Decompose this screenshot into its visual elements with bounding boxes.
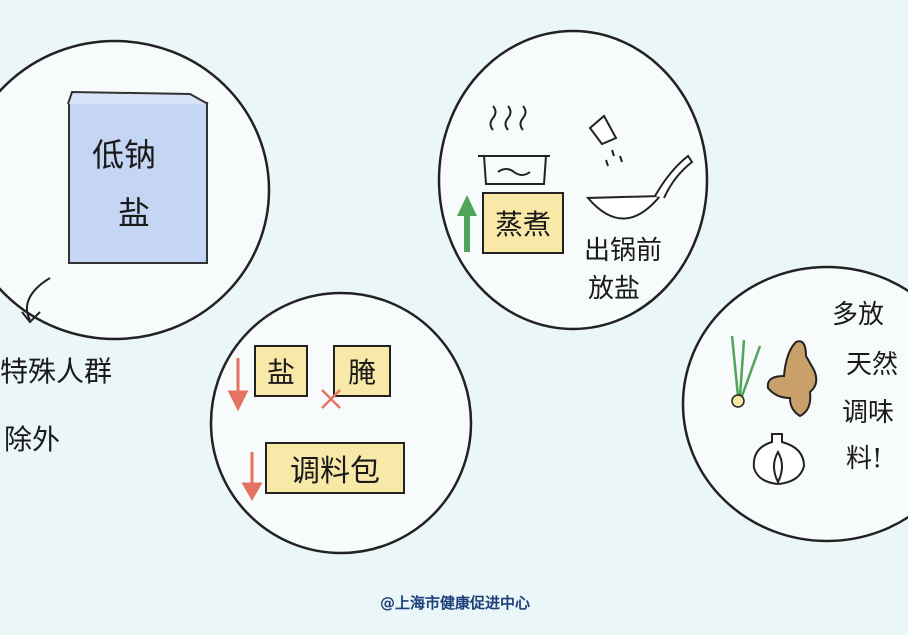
pickled-label: 腌 (347, 356, 376, 389)
salt-timing-line2: 放盐 (588, 274, 641, 304)
salt-box: 盐 (254, 345, 308, 397)
bag-label-line1: 低钠 (92, 136, 157, 174)
steam-boil-box: 蒸煮 (482, 192, 564, 254)
note-line2: 除外 (4, 423, 61, 456)
bag-label-line2: 盐 (118, 194, 151, 232)
cross-icon (321, 389, 341, 409)
down-arrow-icon (227, 358, 263, 502)
pickled-box: 腌 (333, 345, 391, 397)
natural-line3: 调味 (842, 398, 895, 428)
pot-icon (478, 105, 550, 185)
natural-line4: 料! (846, 444, 883, 474)
natural-line1: 多放 (832, 300, 885, 330)
panel-cooking (437, 29, 709, 331)
ginger-icon (766, 340, 818, 418)
steam-boil-label: 蒸煮 (494, 208, 551, 241)
note-line1: 特殊人群 (0, 355, 113, 388)
seasoning-packet-box: 调料包 (265, 442, 405, 494)
salt-label: 盐 (266, 356, 295, 389)
bag-top-icon (67, 90, 209, 105)
curved-arrow-icon (21, 277, 51, 324)
salt-shaker-icon (588, 114, 623, 167)
natural-line2: 天然 (846, 350, 899, 380)
scallion-icon (730, 335, 762, 408)
garlic-icon (752, 433, 806, 486)
credit-watermark: @上海市健康促进中心 (380, 594, 531, 612)
seasoning-packet-label: 调料包 (290, 454, 380, 489)
low-sodium-salt-bag (68, 102, 208, 264)
wok-icon (585, 154, 694, 220)
salt-timing-line1: 出锅前 (584, 236, 663, 266)
up-arrow-icon (457, 195, 477, 252)
